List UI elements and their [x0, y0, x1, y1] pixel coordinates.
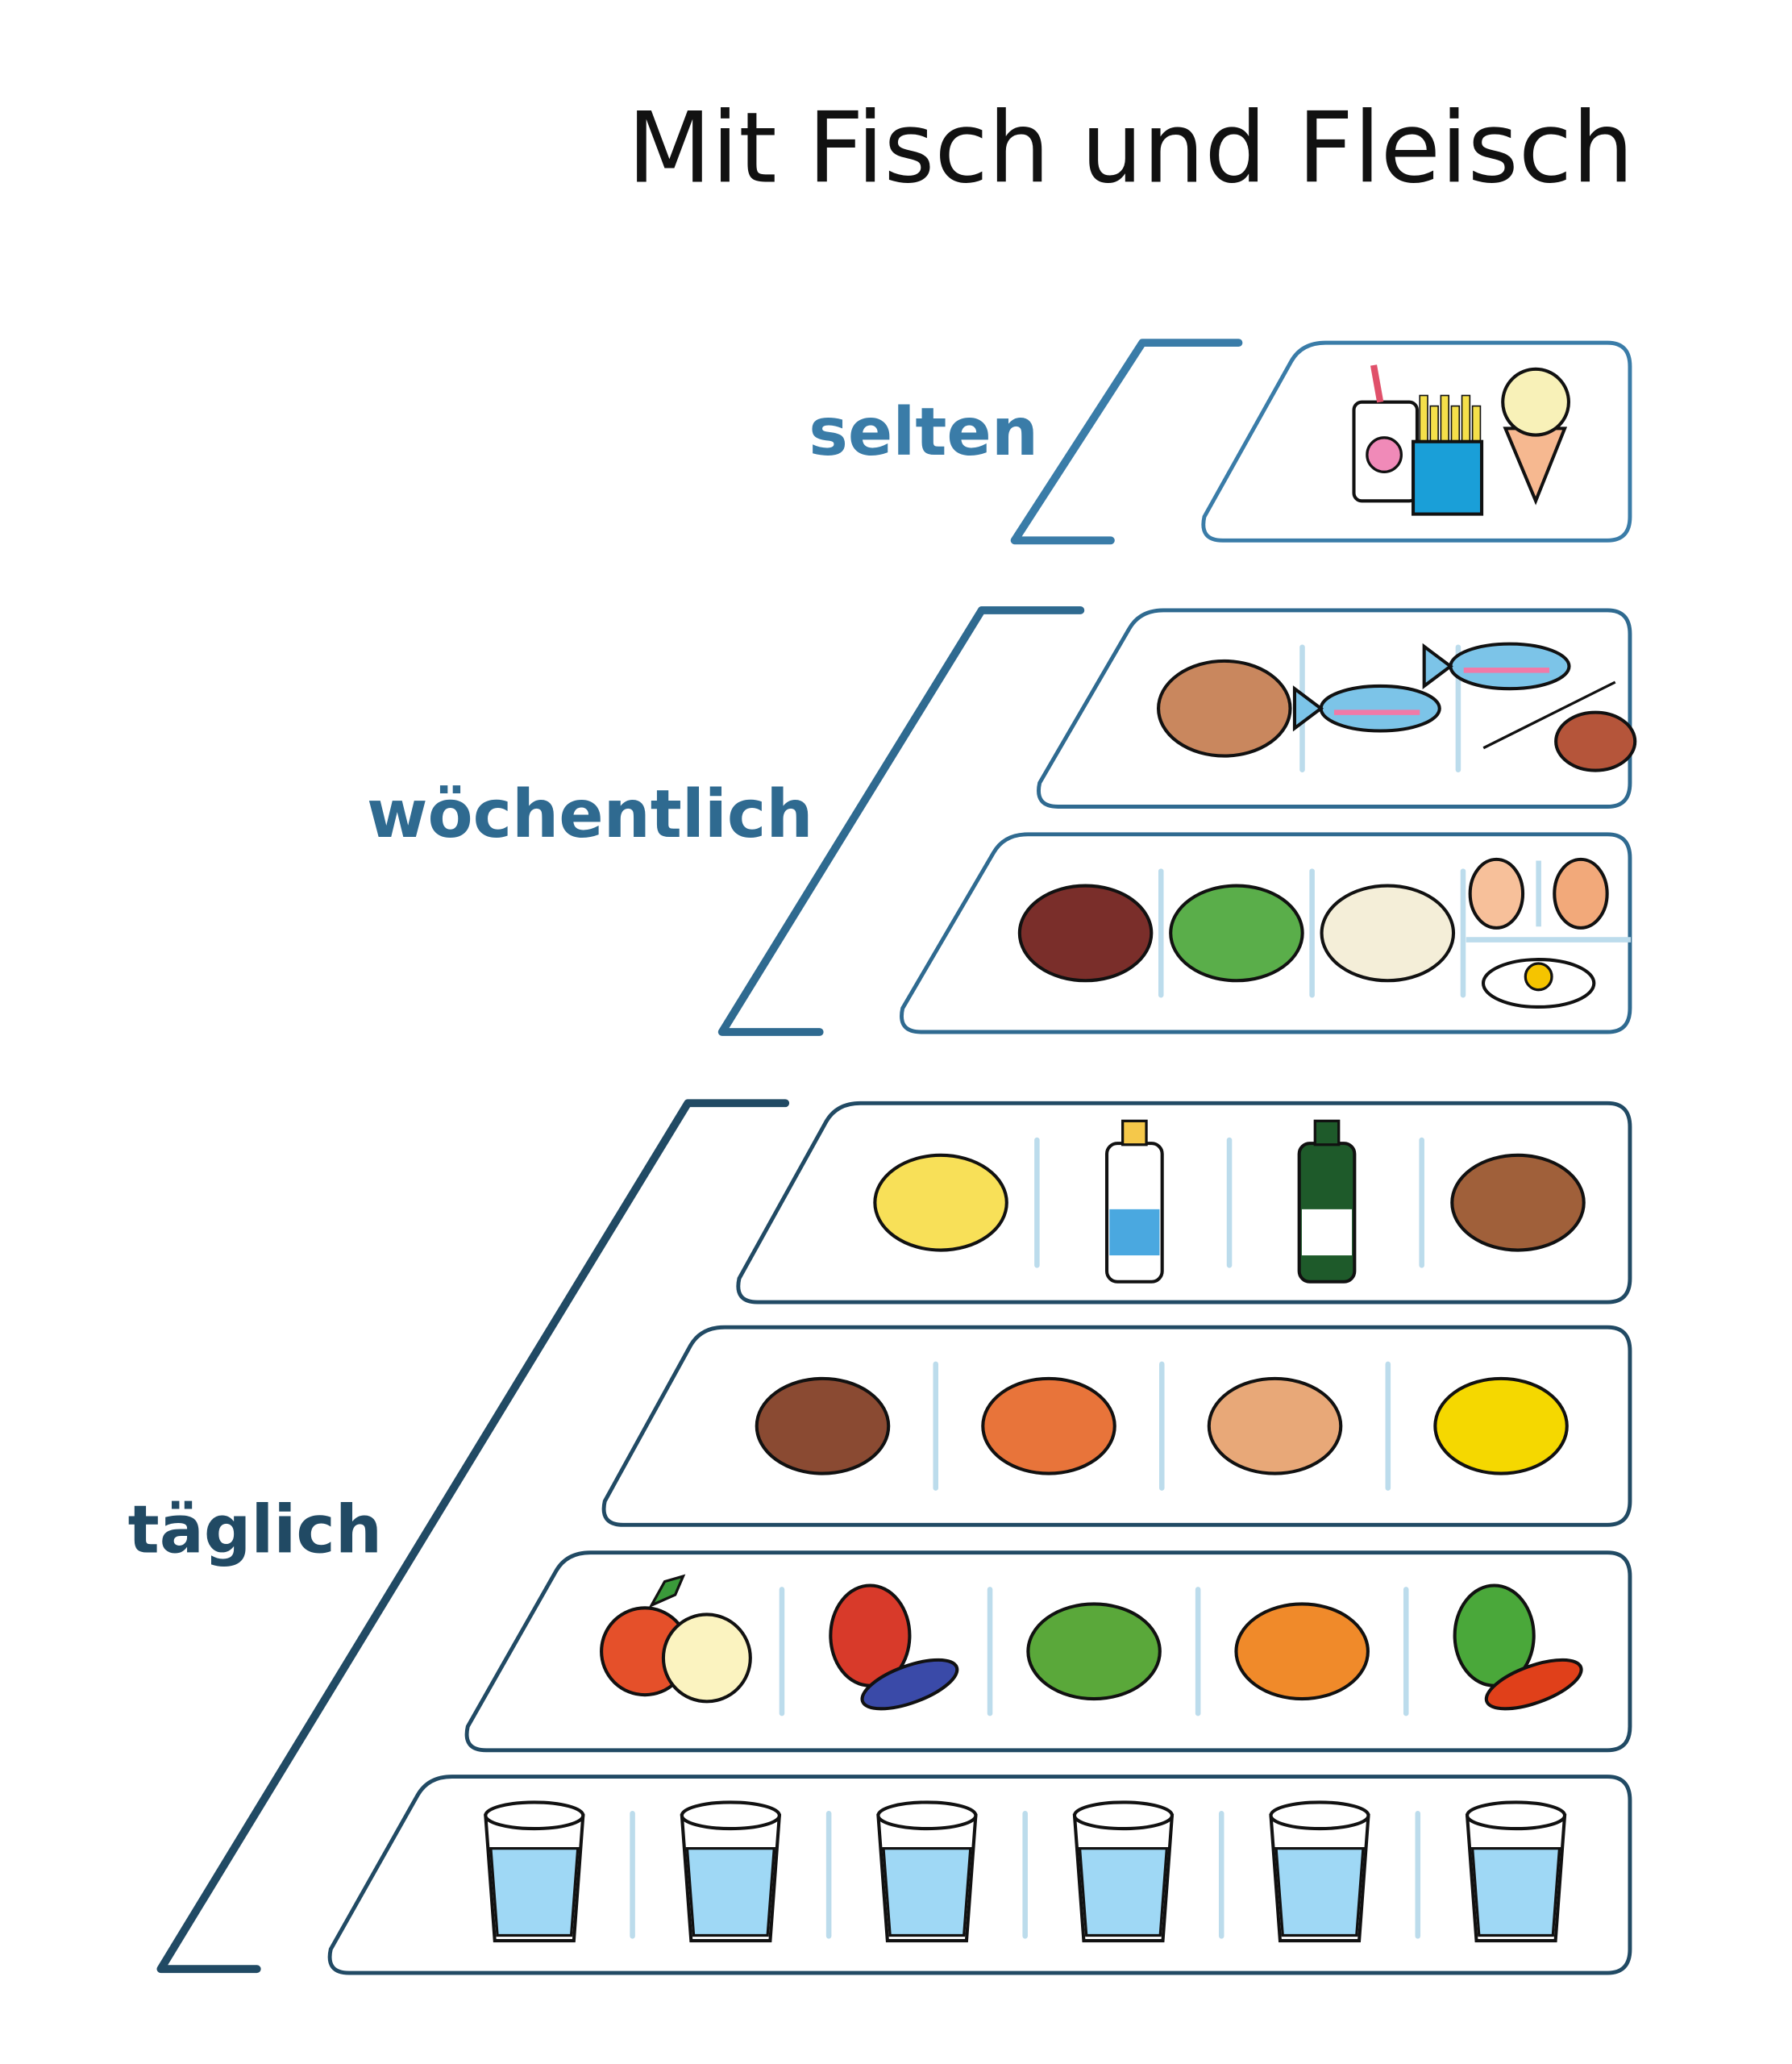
level-label-selten: selten: [809, 394, 1038, 471]
fish-icon: [1292, 684, 1441, 733]
pyramid-row: [736, 1101, 1632, 1305]
bracket-taeglich: [156, 1099, 790, 1974]
berries-icon: [829, 1583, 959, 1711]
apple-icon: [600, 1574, 752, 1704]
fish-or-meat-icon: [1422, 642, 1637, 772]
potato-icon: [1207, 1376, 1343, 1475]
chicken-leg-icon: [1157, 659, 1292, 758]
level-label-woechentlich: wöchentlich: [367, 776, 813, 853]
nuts-icon: [1450, 1153, 1586, 1252]
pyramid-row: [900, 832, 1632, 1034]
pyramid-row: [464, 1550, 1632, 1753]
row-frame: [736, 1101, 1632, 1305]
rice-bowl-icon: [981, 1376, 1116, 1475]
lettuce-icon: [1026, 1602, 1162, 1701]
water-glass-icon: [876, 1800, 978, 1943]
pepper-icon: [1453, 1583, 1583, 1711]
fast-food-icon: [1352, 364, 1570, 516]
water-glass-icon: [1269, 1800, 1370, 1943]
page-title: Mit Fisch und Fleisch: [627, 92, 1634, 206]
water-glass-icon: [1072, 1800, 1175, 1943]
water-glass-icon: [484, 1800, 585, 1943]
bracket-selten: [1010, 339, 1243, 545]
pyramid-row: [601, 1325, 1632, 1527]
tofu-icon: [1320, 884, 1456, 983]
pyramid-row: [1037, 608, 1637, 809]
cheese-icon: [873, 1153, 1008, 1252]
pasta-icon: [1433, 1376, 1569, 1475]
pyramid-row: [1201, 340, 1632, 543]
oil-bottle-icon: [1297, 1119, 1357, 1284]
water-glass-icon: [1465, 1800, 1567, 1943]
pyramid-row: [327, 1775, 1632, 1975]
eggs-icon: [1466, 857, 1632, 1009]
beans-nuts-icon: [1017, 884, 1154, 983]
bracket-woechentlich: [717, 606, 1085, 1036]
carrot-icon: [1234, 1602, 1370, 1701]
row-frame: [601, 1325, 1632, 1527]
milk-icon: [1104, 1119, 1164, 1284]
peas-icon: [1169, 884, 1304, 983]
water-glass-icon: [680, 1800, 782, 1943]
level-label-taeglich: täglich: [128, 1492, 382, 1569]
bread-icon: [755, 1376, 891, 1475]
